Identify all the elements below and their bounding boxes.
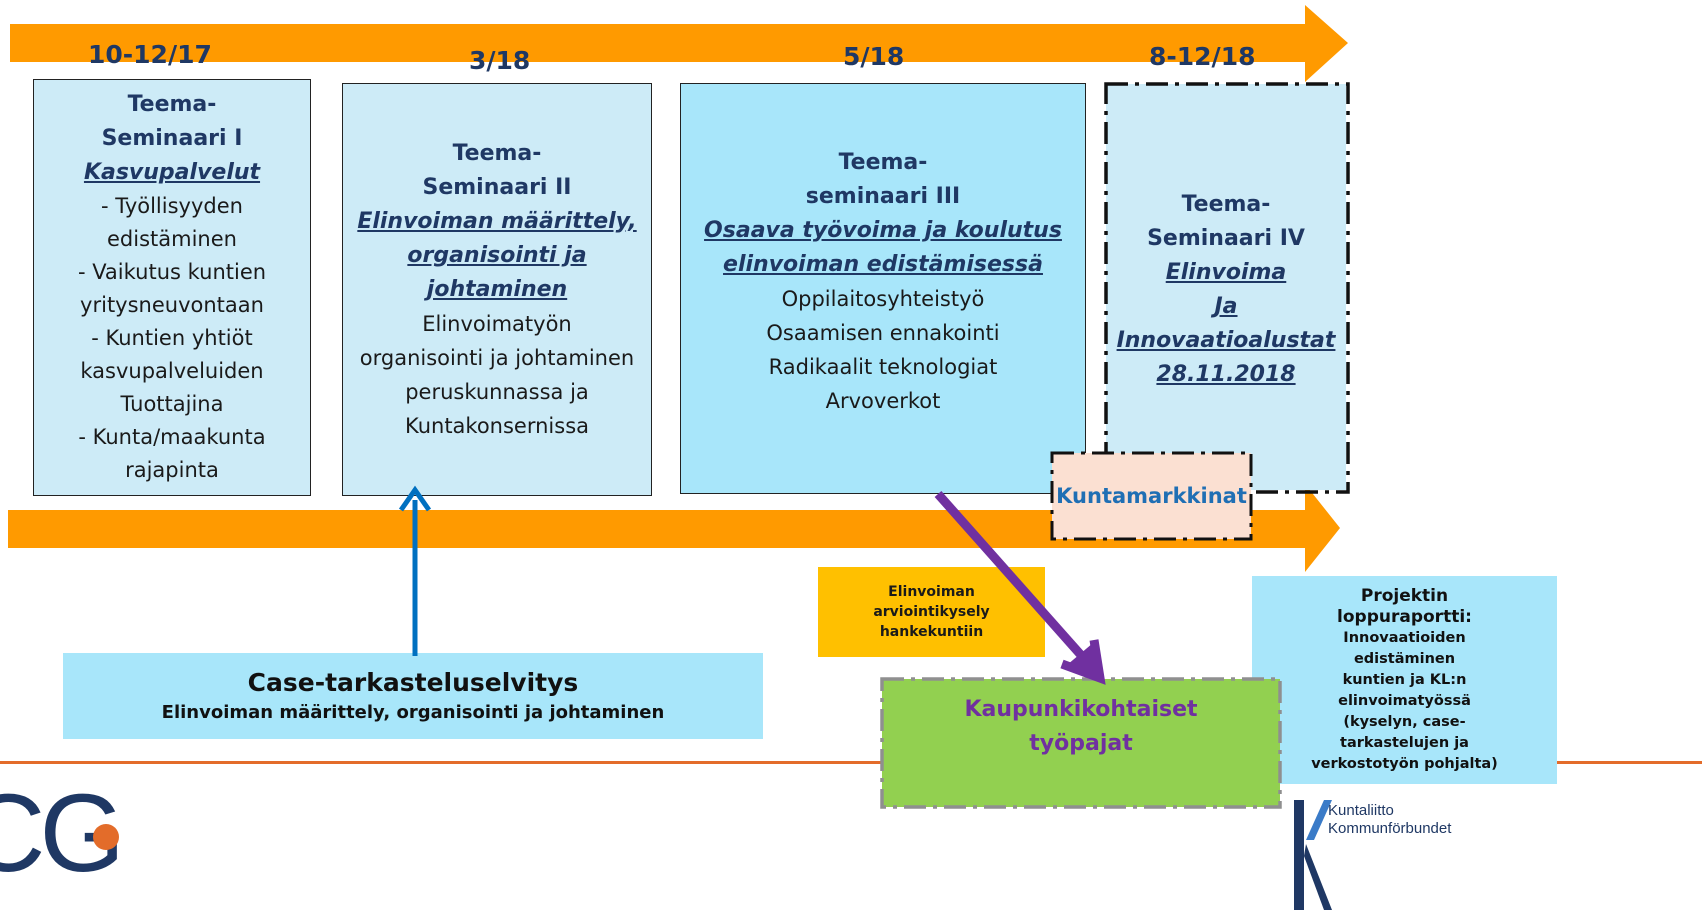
blue-up-arrow	[398, 485, 432, 656]
seminar-3-box: Teema- seminaari III Osaava työvoima ja …	[680, 83, 1086, 494]
kuntaliitto-logo: Kuntaliitto Kommunförbundet	[1288, 800, 1538, 910]
seminar-1-box: Teema- Seminaari I Kasvupalvelut - Työll…	[33, 79, 311, 496]
seminar-1-title-line-1: Teema-	[127, 92, 217, 117]
seminar-3-body-line-4: Arvoverkot	[825, 389, 941, 413]
final-report-line-8: tarkastelujen ja	[1340, 734, 1469, 751]
seminar-4-topic-line-2: Ja	[1214, 294, 1238, 319]
final-report-box: Projektin loppuraportti: Innovaatioiden …	[1252, 576, 1557, 784]
seminar-3-topic-line-1: Osaava työvoima ja koulutus	[704, 218, 1062, 243]
kuntamarkkinat-box: Kuntamarkkinat	[1052, 453, 1251, 539]
seminar-3-title-line-2: seminaari III	[805, 184, 961, 209]
seminar-3-body-line-2: Osaamisen ennakointi	[766, 321, 1000, 345]
survey-line-3: hankekuntiin	[879, 624, 984, 640]
seminar-1-body-line-3: - Vaikutus kuntien	[77, 260, 267, 284]
seminar-2-title-line-1: Teema-	[452, 140, 542, 166]
cg-logo: CG	[0, 770, 140, 910]
survey-line-2: arviointikysely	[873, 604, 990, 620]
seminar-3-title-line-1: Teema-	[838, 150, 928, 175]
final-report-line-9: verkostotyön pohjalta)	[1311, 755, 1498, 772]
seminar-4-title-line-1: Teema-	[1181, 192, 1271, 217]
seminar-1-body-line-9: rajapinta	[125, 458, 219, 482]
kuntamarkkinat-dashed-border	[1050, 451, 1253, 541]
kuntaliitto-logo-mark	[1294, 800, 1332, 910]
seminar-4-title-line-2: Seminaari IV	[1147, 226, 1305, 251]
final-report-line-3: Innovaatioiden	[1343, 629, 1466, 646]
seminar-2-topic-line-3: johtaminen	[426, 276, 568, 302]
seminar-2-title-line-2: Seminaari II	[422, 174, 572, 200]
seminar-2-body-line-3: peruskunnassa ja	[405, 379, 589, 404]
seminar-1-topic: Kasvupalvelut	[83, 160, 261, 185]
case-study-title: Case-tarkasteluselvitys	[247, 668, 579, 697]
date-label-4: 8-12/18	[1149, 42, 1256, 71]
footer-divider	[0, 761, 1702, 764]
date-label-3: 5/18	[843, 42, 905, 71]
seminar-3-body-line-3: Radikaalit teknologiat	[768, 355, 998, 379]
survey-line-1: Elinvoiman	[888, 584, 975, 600]
seminar-2-topic-line-1: Elinvoiman määrittely,	[357, 208, 637, 234]
final-report-line-5: kuntien ja KL:n	[1342, 671, 1467, 688]
seminar-4-topic-line-1: Elinvoima	[1165, 260, 1287, 285]
seminar-3-topic-line-2: elinvoiman edistämisessä	[723, 252, 1043, 277]
seminar-1-body-line-8: - Kunta/maakunta	[78, 425, 266, 449]
seminar-3-body-line-1: Oppilaitosyhteistyö	[781, 287, 985, 311]
survey-box: Elinvoiman arviointikysely hankekuntiin	[818, 567, 1045, 657]
final-report-line-4: edistäminen	[1353, 650, 1456, 667]
purple-diagonal-arrow	[934, 491, 1106, 685]
final-report-line-1: Projektin	[1360, 585, 1449, 606]
cg-logo-dot	[93, 824, 119, 850]
seminar-2-body-line-1: Elinvoimatyön	[422, 311, 572, 336]
workshops-box: Kaupunkikohtaiset työpajat	[882, 679, 1280, 807]
seminar-2-box: Teema- Seminaari II Elinvoiman määrittel…	[342, 83, 652, 496]
workshops-line-1: Kaupunkikohtaiset	[964, 697, 1198, 722]
final-report-line-2: loppuraportti:	[1337, 606, 1472, 627]
case-study-box: Case-tarkasteluselvitys Elinvoiman määri…	[63, 653, 763, 739]
final-report-line-6: elinvoimatyössä	[1338, 692, 1471, 709]
seminar-1-title-line-2: Seminaari I	[101, 126, 243, 151]
kuntamarkkinat-label: Kuntamarkkinat	[1056, 484, 1247, 508]
kuntaliitto-logo-line1: Kuntaliitto	[1328, 802, 1394, 819]
seminar-4-topic-line-3: Innovaatioalustat	[1116, 328, 1336, 353]
seminar-1-body-line-5: - Kuntien yhtiöt	[91, 326, 253, 350]
seminar-1-body-line-6: kasvupalveluiden	[80, 359, 264, 383]
seminar-4-box: Teema- Seminaari IV Elinvoima Ja Innovaa…	[1106, 84, 1346, 490]
workshops-dashed-border	[880, 677, 1282, 809]
seminar-4-topic-line-4: 28.11.2018	[1156, 362, 1296, 387]
date-label-2: 3/18	[469, 46, 531, 75]
final-report-line-7: (kyselyn, case-	[1343, 713, 1466, 730]
kuntaliitto-logo-line2: Kommunförbundet	[1328, 820, 1452, 837]
date-label-1: 10-12/17	[88, 40, 212, 69]
seminar-2-topic-line-2: organisointi ja	[407, 242, 587, 268]
seminar-1-body-line-4: yritysneuvontaan	[80, 293, 264, 317]
seminar-1-body-line-1: - Työllisyyden	[101, 194, 243, 218]
seminar-1-body-line-7: Tuottajina	[120, 392, 224, 416]
seminar-1-body-line-2: edistäminen	[107, 227, 237, 251]
workshops-line-2: työpajat	[1029, 731, 1133, 756]
seminar-2-body-line-2: organisointi ja johtaminen	[359, 345, 635, 370]
seminar-2-body-line-4: Kuntakonsernissa	[404, 413, 590, 438]
case-study-subtitle: Elinvoiman määrittely, organisointi ja j…	[161, 702, 665, 723]
